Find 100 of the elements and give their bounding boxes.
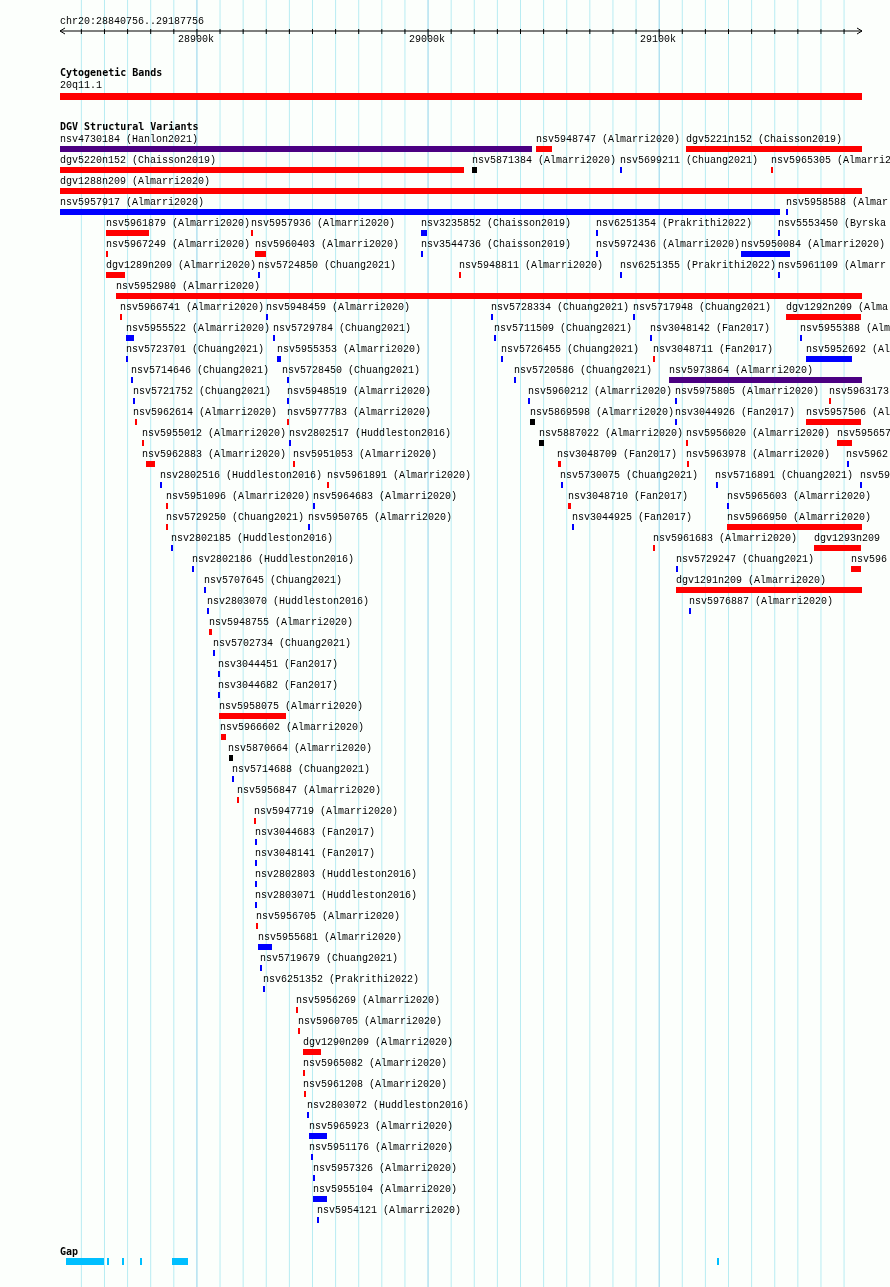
- variant-label: nsv5948747 (Almarri2020): [536, 134, 681, 146]
- variant-label: nsv5724850 (Chuang2021): [258, 260, 397, 272]
- variant-label: nsv5961891 (Almarri2020): [327, 470, 472, 482]
- variant-label: nsv4730184 (Hanlon2021): [60, 134, 199, 146]
- variant-label: nsv5966741 (Almarri2020): [120, 302, 265, 314]
- variant-label: nsv5955104 (Almarri2020): [313, 1184, 458, 1196]
- variant-label: dgv5221n152 (Chaisson2019): [686, 134, 843, 146]
- variant-label: nsv3048710 (Fan2017): [568, 491, 689, 503]
- tick-label: 28900k: [178, 34, 214, 46]
- variant-label: nsv5952692 (Al: [806, 344, 890, 356]
- variant-label: nsv5870664 (Almarri2020): [228, 743, 373, 755]
- variant-label: nsv5714688 (Chuang2021): [232, 764, 371, 776]
- variant-label: nsv2802516 (Huddleston2016): [160, 470, 323, 482]
- variant-label: nsv3048141 (Fan2017): [255, 848, 376, 860]
- variant-label: nsv5728450 (Chuang2021): [282, 365, 421, 377]
- variant-label: nsv5950084 (Almarri2020): [741, 239, 886, 251]
- variant-label: nsv3044682 (Fan2017): [218, 680, 339, 692]
- variant-label: nsv5717948 (Chuang2021): [633, 302, 772, 314]
- variant-label: nsv5962614 (Almarri2020): [133, 407, 278, 419]
- variant-label: nsv5714646 (Chuang2021): [131, 365, 270, 377]
- variant-label: nsv5961109 (Almarr: [778, 260, 887, 272]
- variant-label: nsv6251352 (Prakrithi2022): [263, 974, 420, 986]
- variant-label: nsv5887022 (Almarri2020): [539, 428, 684, 440]
- variant-label: nsv5961879 (Almarri2020): [106, 218, 251, 230]
- variant-label: nsv5553450 (Byrska: [778, 218, 887, 230]
- variant-label: dgv1289n209 (Almarri2020): [106, 260, 257, 272]
- variant-label: nsv5719679 (Chuang2021): [260, 953, 399, 965]
- variant-label: nsv2802185 (Huddleston2016): [171, 533, 334, 545]
- variant-label: nsv5957917 (Almarri2020): [60, 197, 205, 209]
- variant-label: nsv5869598 (Almarri2020): [530, 407, 675, 419]
- variant-label: nsv5961208 (Almarri2020): [303, 1079, 448, 1091]
- variant-label: nsv5726455 (Chuang2021): [501, 344, 640, 356]
- variant-label: nsv5948755 (Almarri2020): [209, 617, 354, 629]
- variant-label: nsv5973864 (Almarri2020): [669, 365, 814, 377]
- variant-label: nsv3048709 (Fan2017): [557, 449, 678, 461]
- variant-label: nsv5699211 (Chuang2021): [620, 155, 759, 167]
- variant-label: nsv3044683 (Fan2017): [255, 827, 376, 839]
- variant-label: nsv5956020 (Almarri2020): [686, 428, 831, 440]
- tick-label: 29000k: [409, 34, 445, 46]
- track-title: Gap: [60, 1246, 79, 1258]
- variant-label: nsv5955388 (Alm: [800, 323, 890, 335]
- variant-label: nsv5952980 (Almarri2020): [116, 281, 261, 293]
- variant-label: nsv5956269 (Almarri2020): [296, 995, 441, 1007]
- variant-label: nsv3544736 (Chaisson2019): [421, 239, 572, 251]
- variant-label: nsv5963173: [829, 386, 889, 398]
- variant-label: nsv5962: [846, 449, 888, 461]
- variant-label: nsv5962883 (Almarri2020): [142, 449, 287, 461]
- variant-label: nsv5729250 (Chuang2021): [166, 512, 305, 524]
- variant-label: nsv5965305 (Almarri2: [771, 155, 890, 167]
- variant-label: nsv5951053 (Almarri2020): [293, 449, 438, 461]
- variant-label: nsv5721752 (Chuang2021): [133, 386, 272, 398]
- variant-label: nsv3044926 (Fan2017): [675, 407, 796, 419]
- variant-label: nsv3044925 (Fan2017): [572, 512, 693, 524]
- variant-label: nsv2802517 (Huddleston2016): [289, 428, 452, 440]
- variant-label: nsv6251355 (Prakrithi2022): [620, 260, 777, 272]
- variant-label: nsv3044451 (Fan2017): [218, 659, 339, 671]
- band-label: 20q11.1: [60, 80, 102, 92]
- variant-label: nsv5729247 (Chuang2021): [676, 554, 815, 566]
- variant-label: nsv5723701 (Chuang2021): [126, 344, 265, 356]
- tick-label: 29100k: [640, 34, 676, 46]
- variant-label: nsv5720586 (Chuang2021): [514, 365, 653, 377]
- variant-label: nsv596: [851, 554, 887, 566]
- variant-label: nsv595657: [837, 428, 890, 440]
- variant-label: nsv5948811 (Almarri2020): [459, 260, 604, 272]
- variant-label: dgv1290n209 (Almarri2020): [303, 1037, 454, 1049]
- variant-label: nsv59: [860, 470, 890, 482]
- variant-label: nsv5948519 (Almarri2020): [287, 386, 432, 398]
- variant-label: nsv5702734 (Chuang2021): [213, 638, 352, 650]
- variant-label: nsv2803070 (Huddleston2016): [207, 596, 370, 608]
- variant-label: nsv5729784 (Chuang2021): [273, 323, 412, 335]
- variant-label: nsv5955012 (Almarri2020): [142, 428, 287, 440]
- variant-label: nsv5950765 (Almarri2020): [308, 512, 453, 524]
- variant-label: nsv2802803 (Huddleston2016): [255, 869, 418, 881]
- variant-label: dgv1288n209 (Almarri2020): [60, 176, 211, 188]
- variant-label: nsv5957936 (Almarri2020): [251, 218, 396, 230]
- variant-label: nsv5955681 (Almarri2020): [258, 932, 403, 944]
- track-title: Cytogenetic Bands: [60, 67, 163, 79]
- variant-label: nsv2802186 (Huddleston2016): [192, 554, 355, 566]
- variant-label: nsv3235852 (Chaisson2019): [421, 218, 572, 230]
- variant-label: nsv5955353 (Almarri2020): [277, 344, 422, 356]
- variant-label: nsv5716891 (Chuang2021): [715, 470, 854, 482]
- variant-label: dgv1293n209: [814, 533, 880, 545]
- variant-label: nsv5955522 (Almarri2020): [126, 323, 271, 335]
- variant-label: nsv6251354 (Prakrithi2022): [596, 218, 753, 230]
- variant-label: nsv5960212 (Almarri2020): [528, 386, 673, 398]
- variant-label: nsv5972436 (Almarri2020): [596, 239, 741, 251]
- variant-label: nsv5964683 (Almarri2020): [313, 491, 458, 503]
- variant-label: nsv3048711 (Fan2017): [653, 344, 774, 356]
- variant-label: nsv5975805 (Almarri2020): [675, 386, 820, 398]
- variant-label: nsv5711509 (Chuang2021): [494, 323, 633, 335]
- variant-label: dgv1291n209 (Almarri2020): [676, 575, 827, 587]
- scale-label: chr20:28840756..29187756: [60, 16, 205, 28]
- variant-label: nsv5957506 (Al: [806, 407, 890, 419]
- variant-label: nsv5960705 (Almarri2020): [298, 1016, 443, 1028]
- variant-label: nsv5977783 (Almarri2020): [287, 407, 432, 419]
- variant-label: nsv5958588 (Almar: [786, 197, 889, 209]
- variant-label: nsv5976887 (Almarri2020): [689, 596, 834, 608]
- variant-label: nsv5960403 (Almarri2020): [255, 239, 400, 251]
- variant-label: dgv5220n152 (Chaisson2019): [60, 155, 217, 167]
- variant-label: nsv3048142 (Fan2017): [650, 323, 771, 335]
